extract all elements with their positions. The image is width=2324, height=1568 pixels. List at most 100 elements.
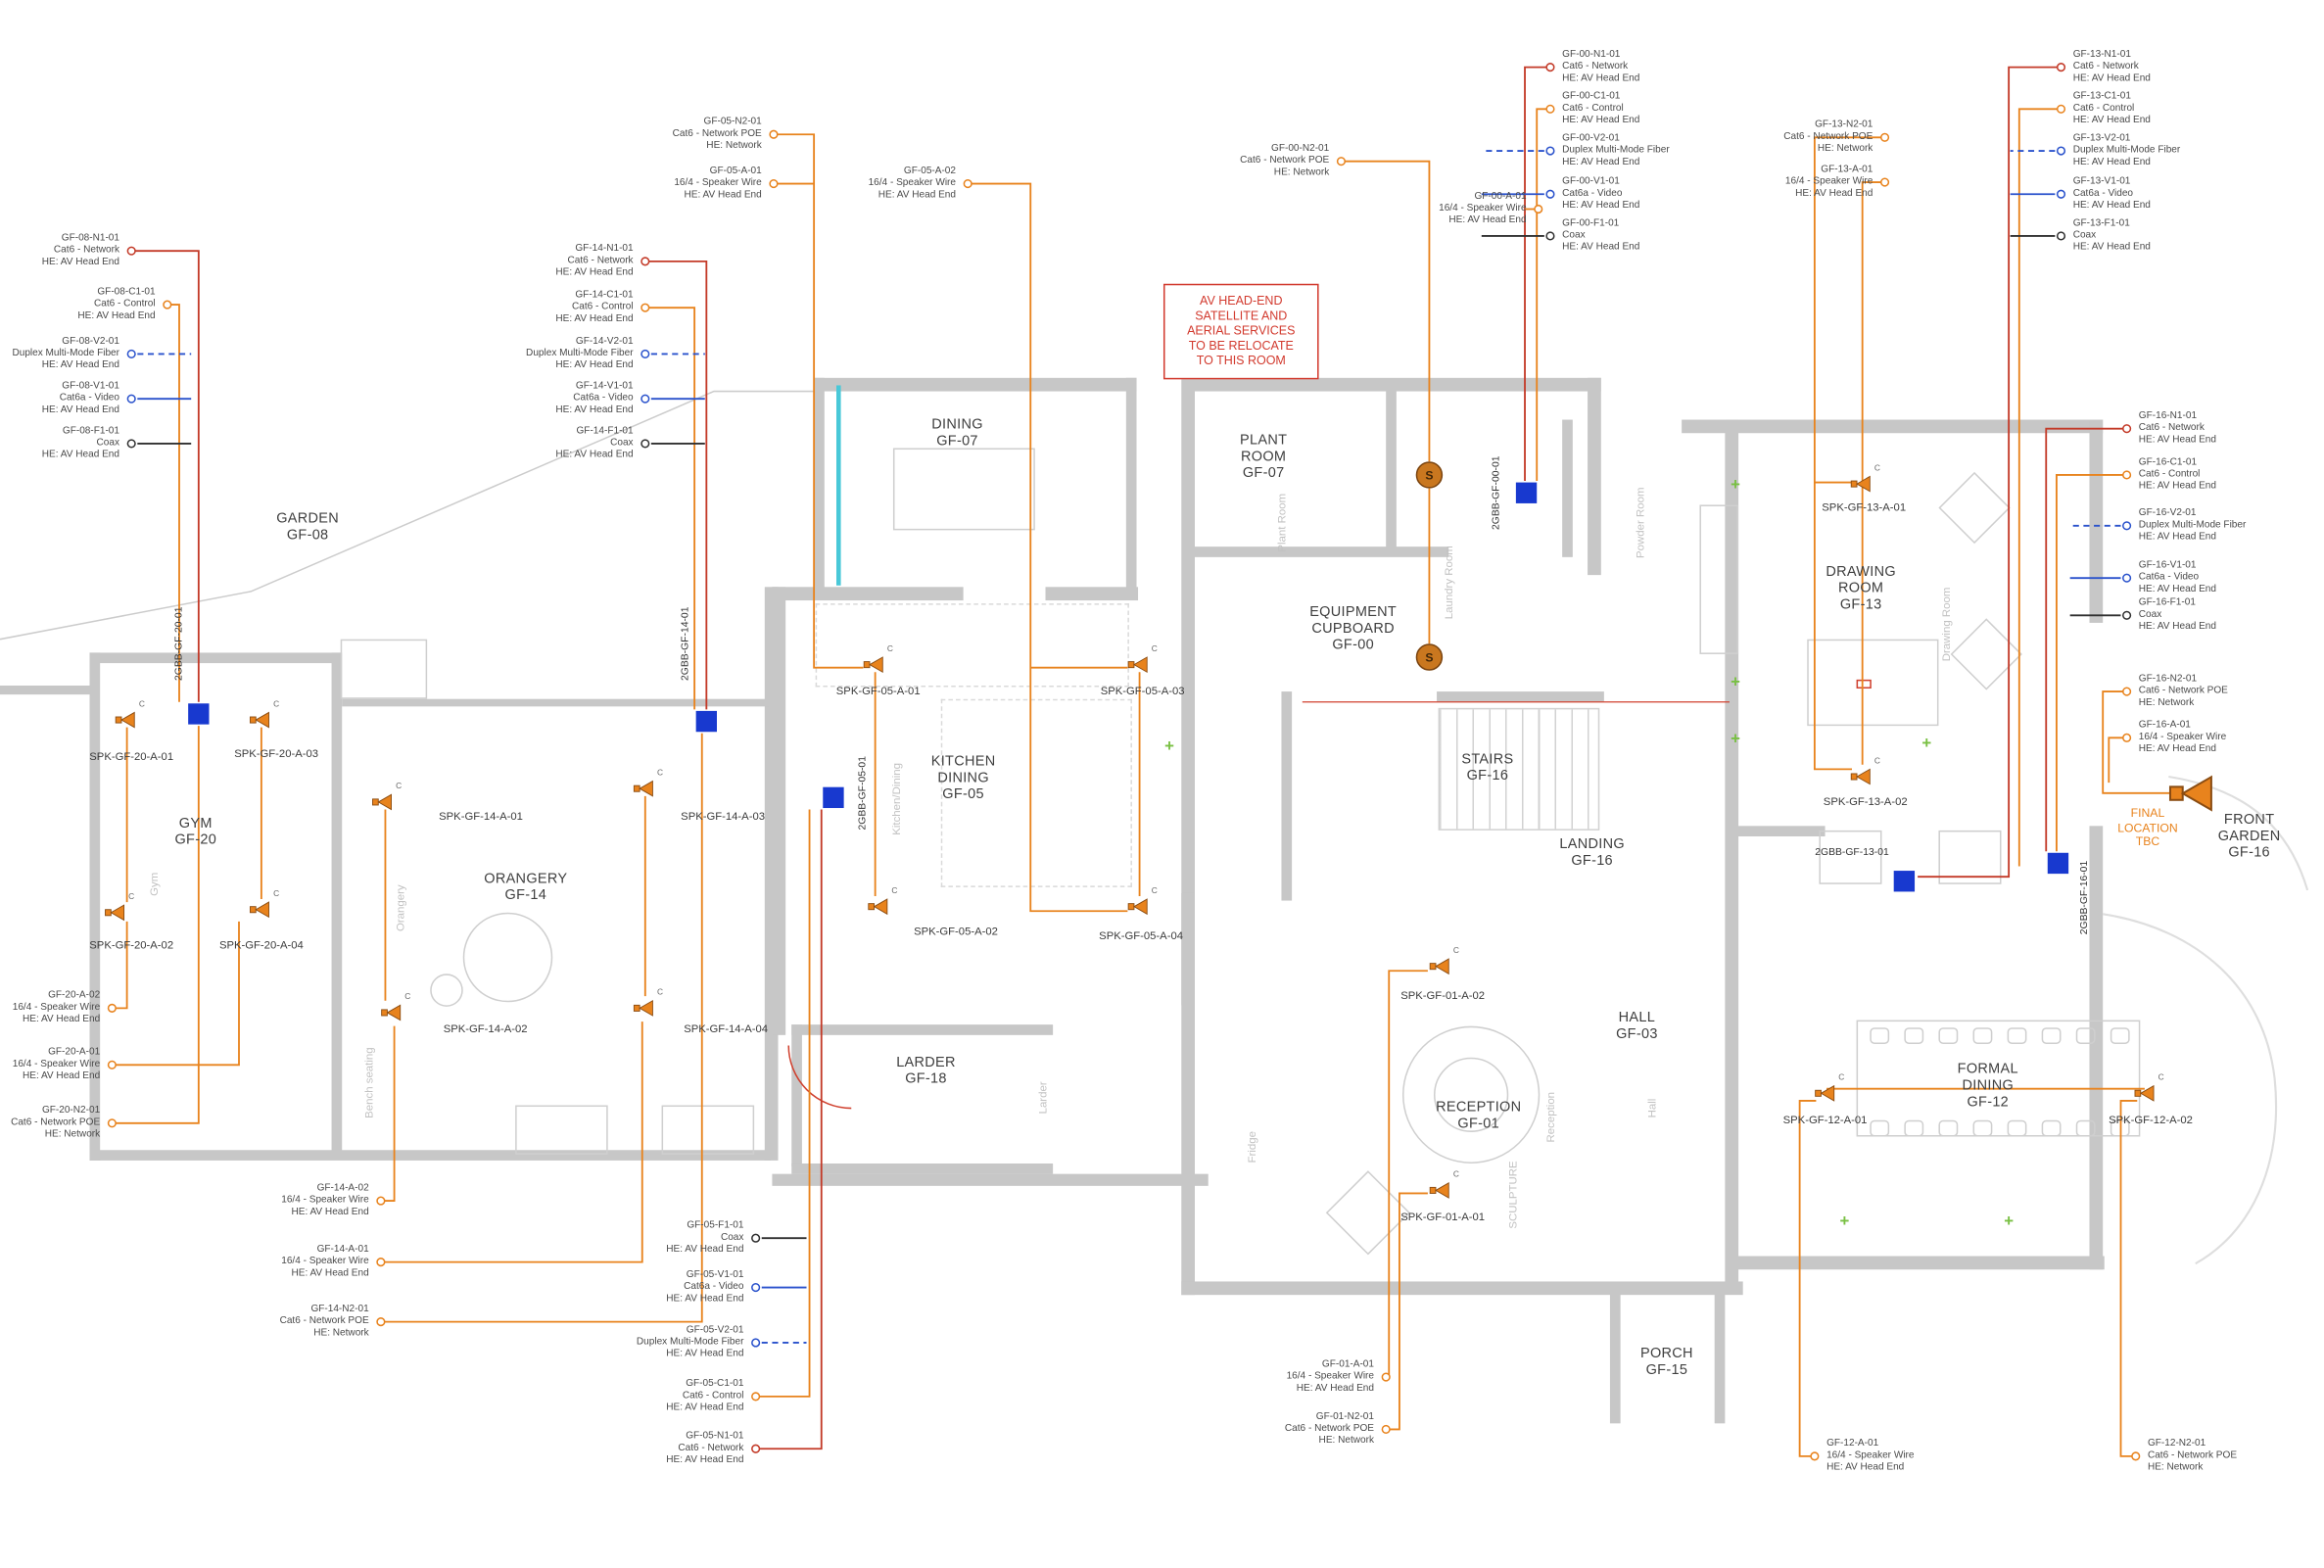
wall-segment [1609,1292,1621,1424]
wall-segment [2089,826,2104,1270]
callout-he: HE: Network [1273,166,1330,178]
speaker-c-mark: C [273,700,280,710]
wall-segment [89,652,101,1161]
callout-id: GF-20-A-01 [48,1047,101,1058]
wire [1386,970,1428,1378]
callout-id: GF-16-V1-01 [2138,559,2197,571]
callout-id: GF-14-V1-01 [575,380,634,392]
speaker-label: SPK-GF-13-A-01 [1822,499,1907,514]
wall-segment [0,685,90,695]
callout-desc: Cat6 - Control [572,302,634,312]
wire-terminal [2122,521,2132,531]
room-label-line: DINING [937,770,989,786]
callout-desc: 16/4 - Speaker Wire [1826,1449,1915,1461]
wire-terminal [1336,157,1347,166]
ceiling-mark: + [1921,735,1932,753]
room-label-line: DINING [1962,1077,2015,1095]
wall-segment [814,377,1137,392]
callout-id: GF-08-C1-01 [97,286,156,298]
network-panel [188,703,210,725]
round-fixture [1401,1025,1541,1164]
dining-chair [1972,1119,1993,1137]
wire-terminal [2122,687,2132,696]
callout-desc: 16/4 - Speaker Wire [2138,732,2227,742]
callout-id: GF-08-N1-01 [61,232,119,244]
site-line [0,390,815,641]
callout-he: HE: Network [2147,1461,2204,1473]
speaker-label: SPK-GF-05-A-03 [1100,684,1185,698]
network-panel [1515,482,1538,503]
callout-id: GF-13-A-01 [1821,164,1873,175]
wire-terminal [2122,733,2132,742]
room-label-line: FORMAL [1957,1061,2018,1078]
wire-terminal [376,1317,386,1327]
callout-id: GF-05-A-01 [709,166,762,176]
furniture [892,448,1035,531]
wall-segment [772,1173,1209,1186]
wall-segment [2089,419,2104,623]
callout-desc: Cat6a - Video [573,393,634,404]
speaker-c-mark: C [1151,644,1158,654]
dining-chair [1938,1027,1959,1044]
callout-desc: Duplex Multi-Mode Fiber [12,348,119,358]
callout-he: HE: AV Head End [41,404,119,415]
callout-he: HE: AV Head End [666,1402,744,1413]
callout-he: HE: AV Head End [2072,115,2151,126]
relocate-note-line: TO BE RELOCATE [1188,339,1294,353]
room-label-line: GF-07 [1242,465,1285,482]
callout-id: GF-05-C1-01 [686,1378,744,1390]
room-label-line: GF-20 [174,832,217,849]
dining-chair [2110,1027,2130,1044]
callout-desc: Cat6a - Video [59,393,119,404]
wire-terminal [751,1444,761,1453]
wall-segment [772,587,786,1035]
dining-chair [1904,1027,1924,1044]
wire [380,1022,643,1263]
relocate-note-line: SATELLITE AND [1195,309,1288,323]
network-panel-label: 2GBB-GF-13-01 [1815,847,1889,859]
relocate-note: AV HEAD-END SATELLITE AND AERIAL SERVICE… [1162,283,1319,380]
callout-id: GF-05-N2-01 [703,116,762,127]
speaker-icon [1127,896,1151,916]
relocate-note-line: TO THIS ROOM [1196,354,1286,368]
callout-he: HE: Network [313,1327,369,1339]
wall-segment [1562,419,1573,557]
room-label-line: GF-15 [1645,1361,1688,1379]
callout-id: GF-00-V2-01 [1562,132,1620,144]
wire [1813,136,1885,771]
callout-he: HE: AV Head End [2138,621,2217,633]
speaker-c-mark: C [404,993,411,1003]
wall-segment [814,377,825,599]
room-label-line: GF-16 [1571,852,1613,870]
speaker-icon [633,998,657,1017]
callout-desc: Cat6 - Network POE [11,1117,101,1128]
callout-desc: Coax [2072,229,2097,241]
wall-segment [1714,1292,1726,1424]
wire [1536,108,1550,482]
callout-id: GF-05-F1-01 [687,1219,744,1231]
wire [773,133,864,669]
relocate-note-line: AV HEAD-END [1200,294,1283,309]
callout-id: GF-01-A-01 [1321,1358,1374,1370]
callout-id: GF-01-N2-01 [1315,1411,1374,1422]
speaker-label: SPK-GF-20-A-01 [89,749,174,764]
wall-segment [1181,377,1195,1006]
callout-desc: Cat6a - Video [684,1281,744,1293]
callout-desc: Cat6 - Control [94,299,156,309]
speaker-icon [863,654,886,674]
